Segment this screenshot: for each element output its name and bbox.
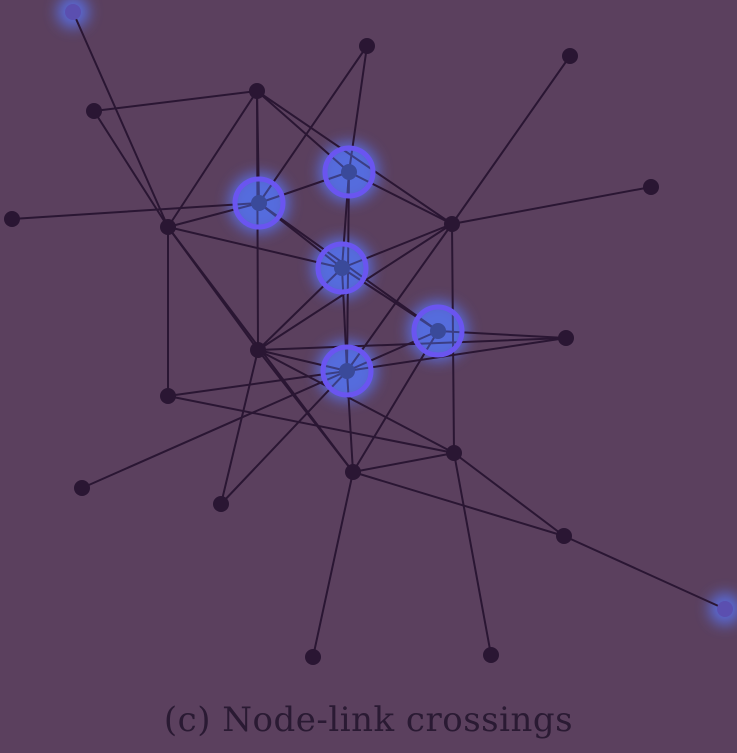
edge-n16-n13 (346, 330, 439, 372)
edge-n13-n20 (352, 330, 439, 473)
edge-n4-n5 (93, 90, 258, 112)
edge-n21-n25 (453, 452, 492, 656)
edge-n2-n10 (258, 45, 368, 204)
node-n19 (213, 496, 229, 512)
node-n17 (160, 388, 176, 404)
edge-n15-n19 (220, 349, 259, 505)
edge-n9-n21 (451, 223, 455, 454)
edge-n7-n10 (11, 202, 260, 220)
node-n21 (446, 445, 462, 461)
node-n3 (562, 48, 578, 64)
node-n5 (249, 83, 265, 99)
node-n7 (4, 211, 20, 227)
edge-n3-n9 (451, 55, 571, 225)
edge-n11-n9 (348, 171, 453, 225)
edge-n1-n8 (72, 11, 169, 228)
edge-n4-n8 (93, 110, 169, 228)
edge-n5-n11 (256, 90, 350, 173)
node-n20 (345, 464, 361, 480)
edge-n12-n16 (341, 267, 348, 372)
edge-n20-n21 (352, 452, 455, 473)
edge-n16-n14 (346, 337, 567, 372)
node-n4 (86, 103, 102, 119)
edge-n2-n11 (348, 45, 368, 173)
node-n13 (430, 323, 446, 339)
node-n15 (250, 342, 266, 358)
edge-n17-n16 (167, 370, 348, 397)
edge-n20-n24 (312, 471, 354, 658)
edge-n8-n10 (167, 202, 260, 228)
edge-n16-n18 (81, 370, 348, 489)
node-n11 (341, 164, 357, 180)
node-n12 (334, 260, 350, 276)
node-n10 (251, 195, 267, 211)
edge-n8-n12 (167, 226, 343, 269)
edge-n16-n20 (346, 370, 354, 473)
node-n9 (444, 216, 460, 232)
edge-n11-n12 (341, 171, 350, 269)
edge-n5-n15 (256, 90, 259, 351)
edge-n22-n23 (563, 535, 726, 610)
node-n24 (305, 649, 321, 665)
node-n8 (160, 219, 176, 235)
node-n25 (483, 647, 499, 663)
node-n22 (556, 528, 572, 544)
edge-n17-n21 (167, 395, 455, 454)
node-n6 (643, 179, 659, 195)
edge-n15-n14 (257, 337, 567, 351)
edge-n15-n21 (257, 349, 455, 454)
edge-n12-n13 (341, 267, 439, 332)
edge-n16-n19 (220, 370, 348, 505)
node-n23 (717, 601, 733, 617)
edge-n10-n11 (258, 171, 350, 204)
node-n16 (339, 363, 355, 379)
node-layer (4, 4, 733, 665)
edge-n5-n8 (167, 90, 258, 228)
node-n2 (359, 38, 375, 54)
node-n1 (65, 4, 81, 20)
edge-layer (11, 11, 726, 658)
edge-n6-n9 (451, 186, 652, 225)
edge-n21-n22 (453, 452, 565, 537)
figure-caption: (c) Node-link crossings (163, 700, 574, 740)
edge-n20-n22 (352, 471, 565, 537)
node-n14 (558, 330, 574, 346)
edge-n5-n9 (256, 90, 453, 225)
edge-n13-n14 (437, 330, 567, 339)
edge-n15-n16 (257, 349, 348, 372)
edge-n12-n15 (257, 267, 343, 351)
highlight-glow-layer (57, 0, 737, 625)
edge-n15-n20 (257, 349, 354, 473)
edge-n9-n12 (341, 223, 453, 269)
node-n18 (74, 480, 90, 496)
